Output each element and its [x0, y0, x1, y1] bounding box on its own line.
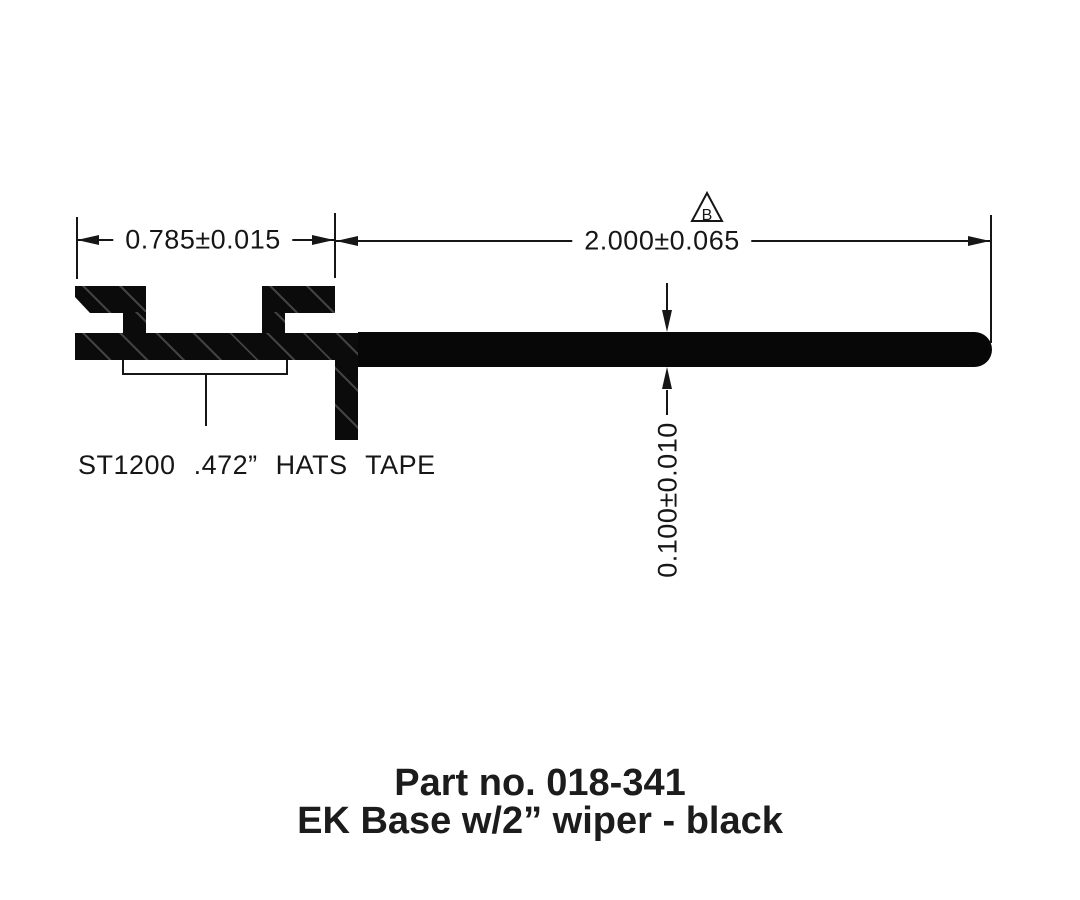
tape-bracket-left — [122, 360, 124, 375]
tape-callout-label: ST1200 .472” HATS TAPE — [78, 450, 436, 480]
profile-left-flange — [75, 286, 146, 313]
revision-marker-letter: B — [701, 207, 713, 224]
thickness-leader-lower — [666, 390, 668, 415]
arrowhead-up-icon — [662, 367, 672, 389]
arrowhead-left-icon — [77, 235, 99, 245]
profile-vertical-fin — [335, 333, 358, 440]
tape-leader-line — [205, 373, 207, 426]
profile-wiper-blade — [358, 332, 992, 367]
profile-left-flange-leg — [123, 312, 146, 334]
profile-base-strip — [75, 333, 358, 360]
arrowhead-down-icon — [662, 310, 672, 332]
dimension-thickness: 0.100±0.010 — [652, 422, 683, 578]
extension-line-right — [990, 215, 992, 343]
extension-line-middle — [334, 213, 336, 278]
revision-triangle-icon — [690, 191, 724, 222]
profile-right-flange-leg — [262, 312, 285, 334]
part-number-title: Part no. 018-341 — [394, 762, 686, 804]
part-description-title: EK Base w/2” wiper - black — [297, 800, 783, 842]
dimension-wiper-length: 2.000±0.065 — [572, 227, 752, 255]
tape-bracket-right — [286, 360, 288, 375]
arrowhead-left-icon — [336, 236, 358, 246]
thickness-leader-upper — [666, 283, 668, 310]
arrowhead-right-icon — [312, 235, 334, 245]
extension-line-left — [76, 217, 78, 279]
dimension-hat-width: 0.785±0.015 — [113, 226, 293, 254]
profile-right-flange — [262, 286, 335, 313]
arrowhead-right-icon — [968, 236, 990, 246]
